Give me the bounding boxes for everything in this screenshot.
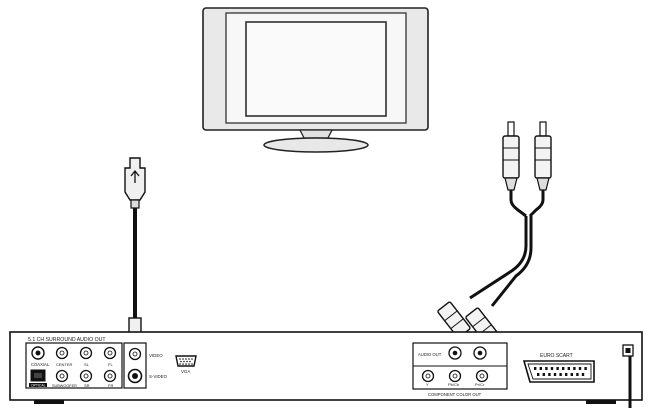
audio-l-jack [448,346,462,360]
rca-wire-left-top [509,190,527,218]
component-pr-label: Pr/Cr [475,382,485,387]
scart-pin [565,373,568,376]
rca-wire-main-1 [469,216,528,300]
optical-label-box [29,383,47,387]
rca-plug-left [502,121,520,191]
sr-label: SR [84,383,90,388]
optical-jack [30,369,46,382]
scart-pin [570,373,573,376]
center-label: CENTER [56,362,73,367]
component-y-label: Y [426,382,429,387]
surround-header: 5.1 CH SURROUND AUDIO OUT [28,337,106,343]
svideo-cable [124,157,146,357]
television [202,7,429,153]
tv-neck [298,129,334,139]
scart-pin [556,367,559,370]
scart-pin [559,373,562,376]
svideo-plug-arrow [130,169,140,183]
sl-jack [79,346,93,360]
tv-stand [263,137,369,153]
fr-label: FR [108,383,113,388]
scart-pin [567,367,570,370]
coaxial-label: COAXIAL [31,362,50,367]
coaxial-jack [31,346,45,360]
euro-scart-label: EURO SCART [540,353,573,359]
rca-cable [437,121,552,344]
euro-scart-port [522,360,595,383]
svideo-label: S-VIDEO [149,374,168,379]
svideo-plug-strain [130,199,140,209]
scart-pin [534,367,537,370]
scart-pin [573,367,576,370]
sr-jack [79,369,93,383]
scart-pin [578,367,582,370]
vga-label: VGA [181,369,190,374]
video-box [123,342,147,389]
rca-plug-right [534,121,552,191]
center-jack [55,346,69,360]
rca-wire-main-2 [490,216,533,307]
component-pb-label: Pb/Cb [448,382,460,387]
scart-pin [584,367,587,370]
video-label: VIDEO [149,353,163,358]
subwoofer-jack [55,369,69,383]
svideo-jack [127,368,143,384]
scart-pin [562,367,565,370]
scart-pin [581,373,585,376]
component-y-jack [421,369,435,383]
fl-label: FL [108,362,113,367]
player-back-panel: 5.1 CH SURROUND AUDIO OUT COAXIAL OPTICA… [9,331,643,408]
sl-label: SL [84,362,90,367]
scart-pin [537,373,540,376]
surround-box [25,342,123,389]
fl-jack [103,346,117,360]
player-foot-left [34,400,64,404]
audio-out-label: AUDIO OUT [418,352,442,357]
scart-pin [553,373,557,376]
power-inlet [622,344,634,357]
video-jack [128,347,142,361]
scart-pin [548,373,551,376]
component-label: COMPONENT COLOR OUT [428,392,482,397]
vga-port [175,355,197,367]
component-pr-jack [475,369,489,383]
scart-pin [576,373,579,376]
rca-wire-right-top [528,190,545,218]
scart-pin [550,367,554,370]
player-foot-right [586,400,616,404]
tv-screen [245,21,387,117]
optical-label: OPTICAL [31,383,46,387]
subwoofer-label: SUBWOOFER [52,384,77,388]
component-pb-jack [448,369,462,383]
scart-pin [542,373,545,376]
scart-pin [539,367,542,370]
fr-jack [103,369,117,383]
scart-pin [545,367,548,370]
audio-r-jack [473,346,487,360]
